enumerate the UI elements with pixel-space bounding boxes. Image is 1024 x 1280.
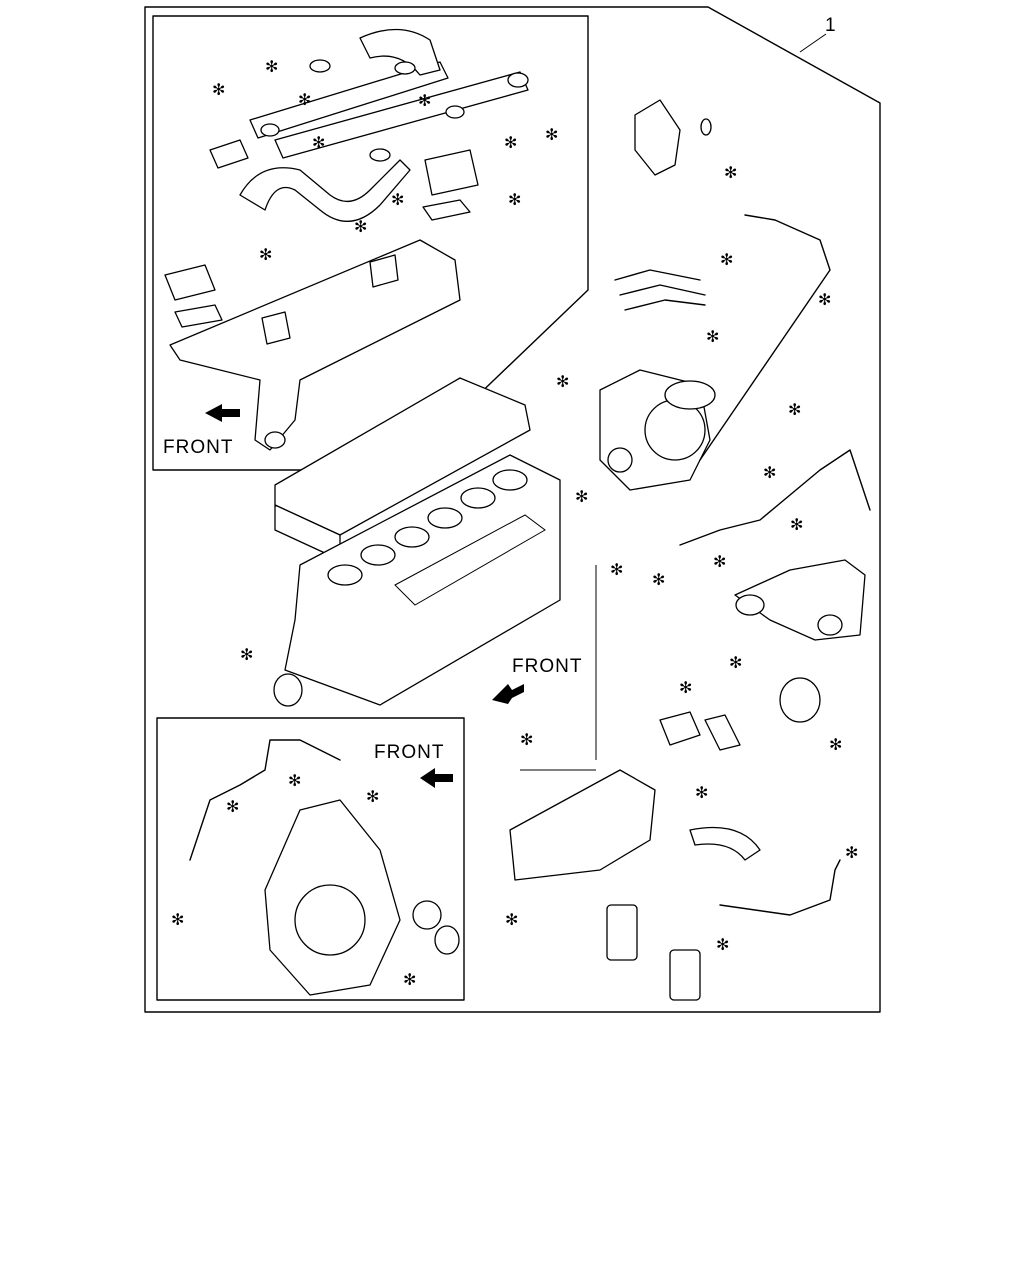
front-label-2: FRONT	[512, 656, 582, 677]
svg-text:✻: ✻	[829, 735, 842, 754]
callout-number: 1	[825, 15, 837, 36]
svg-text:✻: ✻	[610, 560, 623, 579]
svg-text:✻: ✻	[504, 133, 517, 152]
injection-pipes	[614, 269, 706, 311]
oil-cooler	[509, 677, 821, 881]
cooler-leader-lines	[520, 565, 597, 771]
svg-text:✻: ✻	[845, 843, 858, 862]
svg-text:✻: ✻	[505, 910, 518, 929]
svg-text:✻: ✻	[226, 797, 239, 816]
rear-oil-seal	[273, 673, 303, 707]
svg-text:✻: ✻	[418, 91, 431, 110]
callout-leader	[799, 33, 827, 53]
svg-text:✻: ✻	[652, 570, 665, 589]
svg-text:✻: ✻	[403, 970, 416, 989]
svg-text:✻: ✻	[312, 133, 325, 152]
front-label-1: FRONT	[163, 437, 233, 458]
svg-text:✻: ✻	[763, 463, 776, 482]
breather-pipe	[189, 739, 341, 861]
svg-text:✻: ✻	[720, 250, 733, 269]
kit-frame	[144, 6, 881, 1013]
svg-text:✻: ✻	[212, 80, 225, 99]
front-arrow-1	[205, 404, 240, 422]
cylinder-block	[273, 454, 561, 707]
thermostat-housing	[734, 559, 866, 641]
svg-text:✻: ✻	[508, 190, 521, 209]
exhaust-manifold	[164, 239, 461, 451]
svg-text:✻: ✻	[716, 935, 729, 954]
svg-text:✻: ✻	[354, 217, 367, 236]
svg-text:✻: ✻	[171, 910, 184, 929]
water-pump-housing	[634, 99, 712, 176]
svg-text:✻: ✻	[729, 653, 742, 672]
cylinder-head	[274, 377, 531, 561]
front-arrow-2	[492, 684, 524, 704]
front-arrow-3	[420, 768, 453, 788]
oil-feed-pipe	[699, 214, 831, 461]
svg-text:✻: ✻	[265, 57, 278, 76]
svg-text:✻: ✻	[818, 290, 831, 309]
inset-exhaust-manifold-frame	[152, 15, 589, 471]
svg-text:✻: ✻	[724, 163, 737, 182]
head-gasket	[394, 514, 546, 606]
svg-text:✻: ✻	[713, 552, 726, 571]
svg-text:✻: ✻	[706, 327, 719, 346]
front-label-3: FRONT	[374, 742, 444, 763]
turbocharger	[599, 369, 716, 491]
svg-text:✻: ✻	[679, 678, 692, 697]
svg-text:✻: ✻	[695, 783, 708, 802]
svg-text:✻: ✻	[790, 515, 803, 534]
svg-text:✻: ✻	[788, 400, 801, 419]
svg-text:✻: ✻	[545, 125, 558, 144]
kit-item-markers: ✻ ✻ ✻ ✻ ✻ ✻ ✻ ✻ ✻ ✻ ✻ ✻ ✻ ✻ ✻ ✻ ✻ ✻ ✻ ✻ …	[171, 57, 858, 989]
svg-text:✻: ✻	[240, 645, 253, 664]
oil-return-pipe	[679, 449, 871, 546]
flywheel-housing	[264, 799, 460, 996]
svg-text:✻: ✻	[298, 90, 311, 109]
svg-text:✻: ✻	[575, 487, 588, 506]
svg-text:✻: ✻	[556, 372, 569, 391]
fuel-pipe	[719, 859, 841, 916]
svg-text:✻: ✻	[391, 190, 404, 209]
inset-flywheel-housing-frame	[156, 717, 465, 1001]
exhaust-pipe-assembly	[209, 28, 529, 223]
svg-text:✻: ✻	[520, 730, 533, 749]
svg-text:✻: ✻	[288, 771, 301, 790]
fuel-filters	[606, 904, 701, 1001]
svg-text:✻: ✻	[259, 245, 272, 264]
svg-text:✻: ✻	[366, 787, 379, 806]
